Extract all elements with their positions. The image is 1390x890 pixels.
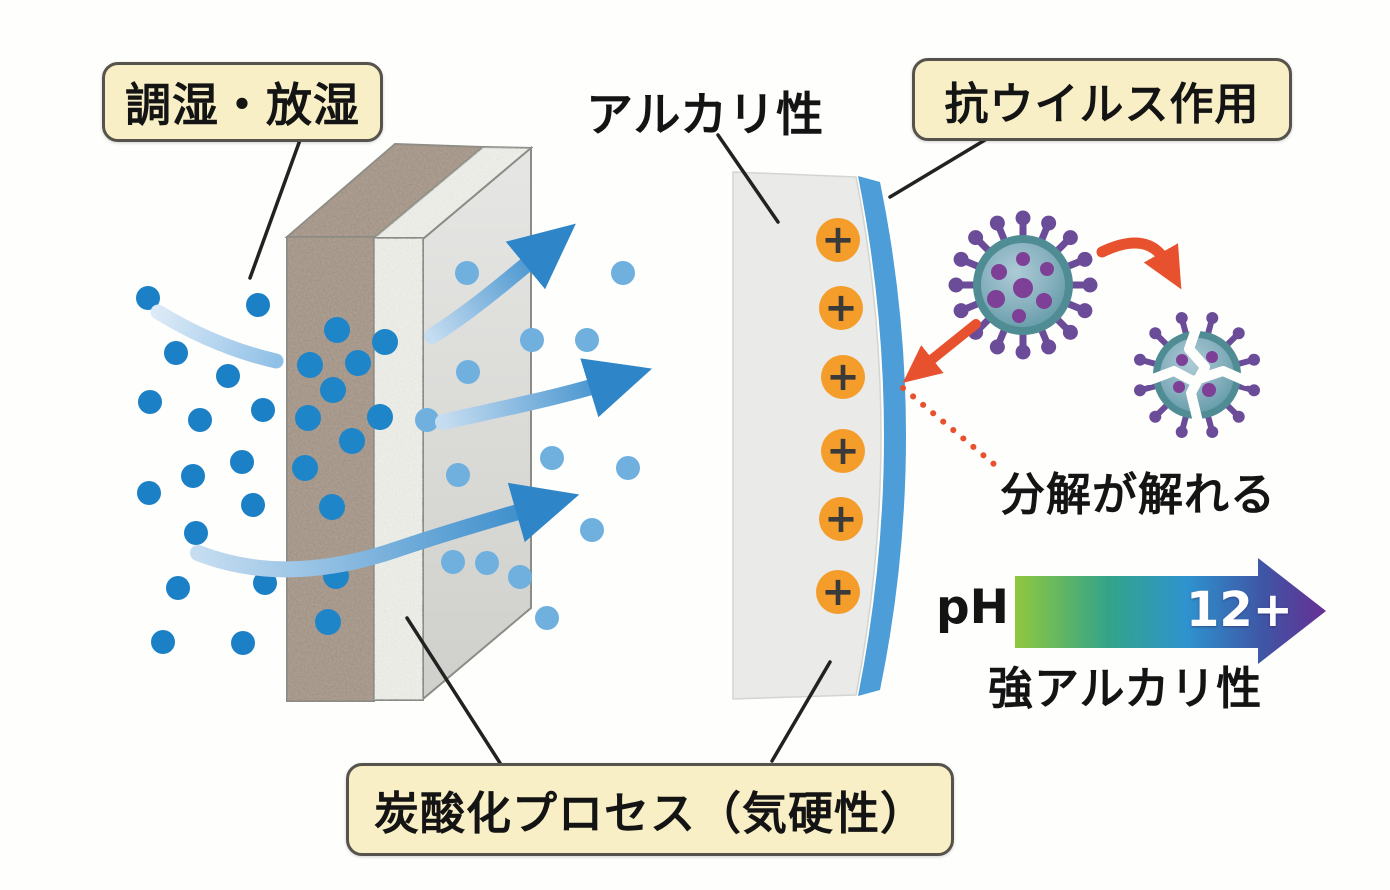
positive-ion: +	[821, 428, 865, 474]
connector-carbonation-right	[770, 660, 832, 763]
wall-front-white-layer	[373, 237, 424, 701]
positive-ion: +	[821, 354, 865, 400]
svg-text:+: +	[824, 285, 858, 331]
positive-ions: + + + + +	[816, 217, 865, 615]
svg-text:+: +	[821, 217, 855, 263]
ph-label: pH	[936, 580, 1009, 635]
connector-alkaline	[716, 133, 780, 224]
virus-to-wall-arrow	[902, 319, 981, 383]
airflow-arrows	[150, 223, 653, 578]
virus-crack-lines	[1145, 321, 1251, 431]
connector-humidity	[248, 138, 302, 280]
wall-cross-section	[284, 142, 534, 702]
strong-alkaline-label-text: 強アルカリ性	[988, 662, 1263, 715]
airflow-arrow-top	[424, 223, 576, 344]
humidity-label-text: 調湿・放湿	[125, 78, 360, 132]
alkaline-label: アルカリ性	[586, 76, 824, 145]
svg-text:+: +	[824, 496, 858, 542]
ph-gradient-arrow	[1015, 558, 1326, 664]
positive-ion: +	[816, 217, 860, 263]
moisture-dots-inside	[292, 317, 398, 635]
antiviral-label-text: 抗ウイルス作用	[944, 78, 1260, 130]
positive-ion: +	[816, 569, 860, 615]
virus-icon	[948, 210, 1098, 360]
ph-value-text: 12+	[1186, 582, 1294, 638]
svg-text:+: +	[826, 428, 860, 474]
connector-carbonation-left	[405, 616, 502, 765]
ph-value: 12+	[1186, 582, 1294, 638]
positive-ion: +	[819, 496, 863, 542]
airflow-arrow-bottom	[190, 482, 580, 578]
airflow-entry-swoosh	[150, 304, 284, 369]
carbonation-label: 炭酸化プロセス（気硬性）	[346, 763, 954, 856]
virus-broken-icon	[1134, 312, 1260, 438]
positive-ion: +	[819, 285, 863, 331]
connector-lines	[248, 133, 987, 765]
moisture-dots-left	[136, 286, 277, 655]
wall-top-face	[284, 142, 534, 241]
connector-antiviral	[888, 138, 987, 199]
alkaline-wall: + + + + +	[732, 171, 906, 700]
virus-to-broken-arrow	[1096, 237, 1182, 290]
decompose-label-text: 分解が解れる	[1000, 468, 1277, 521]
svg-text:+: +	[826, 354, 860, 400]
decompose-label: 分解が解れる	[1000, 458, 1276, 523]
airflow-arrow-middle	[435, 358, 653, 430]
humidity-label: 調湿・放湿	[102, 62, 383, 142]
alkaline-surface-stripe	[858, 176, 906, 696]
svg-text:+: +	[821, 569, 855, 615]
strong-alkaline-label: 強アルカリ性	[988, 652, 1262, 717]
ph-label-text: pH	[936, 580, 1009, 635]
alkaline-label-text: アルカリ性	[586, 88, 825, 143]
decompose-dotted-line	[900, 385, 998, 468]
carbonation-label-text: 炭酸化プロセス（気硬性）	[373, 787, 926, 840]
attack-arrows	[900, 237, 1182, 468]
moisture-dots-right	[415, 261, 640, 630]
antiviral-label: 抗ウイルス作用	[912, 58, 1292, 141]
